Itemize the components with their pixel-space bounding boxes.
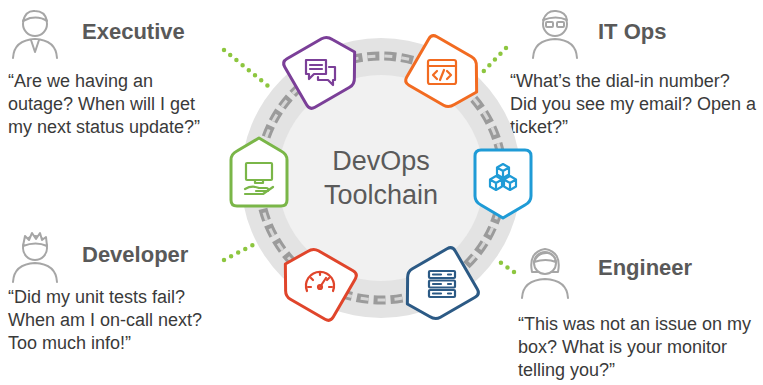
persona-quote: “Did my unit tests fail? When am I on-ca…: [8, 286, 220, 355]
toolchain-ring: [211, 8, 551, 348]
persona-title: Engineer: [598, 254, 762, 282]
persona-title: Developer: [82, 241, 220, 269]
persona-block: Executive “Are we having an outage? When …: [8, 12, 220, 139]
dotted-connector: [498, 261, 514, 272]
dotted-connector: [480, 48, 506, 75]
persona-quote: “What’s the dial-in number? Did you see …: [510, 70, 760, 139]
persona-quote: “Are we having an outage? When will I ge…: [8, 70, 220, 139]
persona-title: Executive: [82, 18, 220, 46]
persona-quote: “This was not an issue on my box? What i…: [518, 313, 762, 382]
persona-title: IT Ops: [598, 18, 760, 46]
toolchain-hub: DevOps Toolchain: [211, 8, 551, 348]
dotted-connector: [224, 244, 254, 260]
persona-block: Engineer “This was not an issue on my box…: [518, 248, 762, 382]
persona-block: IT Ops “What’s the dial-in number? Did yo…: [510, 12, 760, 139]
dotted-connector: [224, 50, 270, 88]
persona-block: Developer “Did my unit tests fail? When a…: [8, 235, 220, 355]
hub-title: DevOps Toolchain: [306, 144, 456, 212]
